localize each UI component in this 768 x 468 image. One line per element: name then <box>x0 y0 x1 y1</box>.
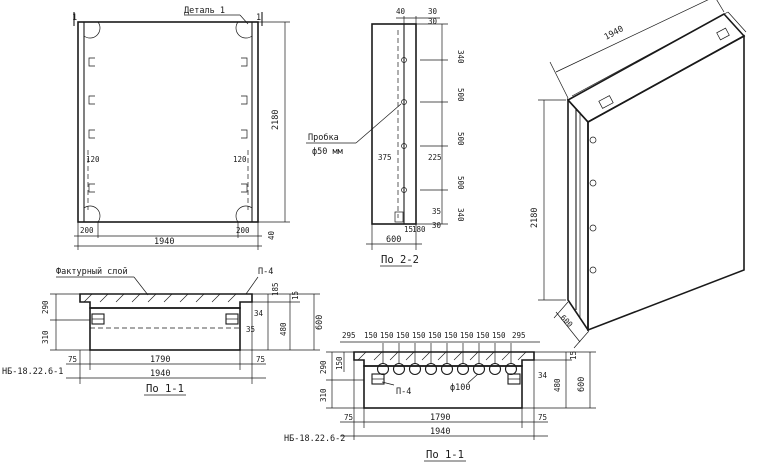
spacing-dim-3: 500 <box>456 132 465 146</box>
lower-right-dim-480: 480 <box>553 378 562 392</box>
lower-inner-dim: 1790 <box>430 413 450 423</box>
lower-top-dim-4: 150 <box>396 331 410 340</box>
section-2-2-title: По 2-2 <box>381 254 419 266</box>
bottom-dim: 40 <box>267 230 276 240</box>
lower-section-title: По 1-1 <box>426 449 464 461</box>
section-marker-left: 1 <box>72 13 77 23</box>
texture-label: Фактурный слой <box>56 267 128 277</box>
left-offset-dim: 200 <box>80 226 94 235</box>
lower-total-dim: 1940 <box>430 427 450 437</box>
lower-top-dim-2: 150 <box>364 331 378 340</box>
upper-right-dim-34: 34 <box>254 309 264 318</box>
lower-top-dim-11: 295 <box>512 331 526 340</box>
top-dim-b: 30 <box>428 7 438 16</box>
spacing-dim-5: 340 <box>456 208 465 222</box>
spacing-dim-2: 500 <box>456 88 465 102</box>
upper-right-dim-480: 480 <box>279 322 288 336</box>
lower-top-dim-9: 150 <box>476 331 490 340</box>
lower-right-dim-15: 15 <box>569 351 578 360</box>
base-dim-b: 180 <box>412 225 426 234</box>
upper-left-dim-2: 310 <box>41 330 50 344</box>
lower-p4-label: П-4 <box>396 387 411 397</box>
top-dim-a: 40 <box>396 7 406 16</box>
lower-end-dim-right: 75 <box>538 413 547 422</box>
upper-left-dim-1: 290 <box>41 300 50 314</box>
lower-top-dim-7: 150 <box>444 331 458 340</box>
left-inner-dim: 120 <box>86 155 100 164</box>
section-1-1-lower: 295 150 150 150 150 150 150 150 150 150 … <box>284 331 596 462</box>
lower-top-dim-10: 150 <box>492 331 506 340</box>
upper-right-dim-35: 35 <box>246 325 255 334</box>
left-dim: 375 <box>378 153 392 162</box>
spacing-dim-1: 340 <box>456 50 465 64</box>
top-dim-c: 30 <box>428 17 438 26</box>
lower-mark-label: НБ-18.22.6-2 <box>284 434 345 444</box>
upper-section-title: По 1-1 <box>146 383 184 395</box>
upper-total-dim: 1940 <box>150 369 170 379</box>
upper-mark-label: НБ-18.22.6-1 <box>2 367 63 377</box>
lower-top-dim-5: 150 <box>412 331 426 340</box>
height-dim: 2180 <box>271 110 281 130</box>
section-1-1-upper: Фактурный слой П-4 290 310 <box>2 267 325 396</box>
plug-label: Пробка <box>308 132 339 143</box>
front-elevation: 120 120 Деталь 1 1 1 2180 40 200 200 194… <box>72 6 290 250</box>
upper-end-dim-left: 75 <box>68 355 77 364</box>
upper-inner-dim: 1790 <box>150 355 170 365</box>
lower-left-dim-310: 310 <box>319 388 328 402</box>
section-2-2: 40 30 30 340 500 500 500 340 35 30 Пробк… <box>306 7 465 267</box>
lower-end-dim-left: 75 <box>344 413 353 422</box>
lower-top-dim-1: 295 <box>342 331 356 340</box>
lower-right-dim-600: 600 <box>577 377 587 392</box>
detail-label: Деталь 1 <box>184 6 225 16</box>
depth-dim: 600 <box>386 235 401 245</box>
upper-right-dim-600: 600 <box>315 315 325 330</box>
right-inner-dim: 120 <box>233 155 247 164</box>
axo-depth-dim: 600 <box>559 313 575 329</box>
side-small-b: 30 <box>432 221 442 230</box>
axo-height-dim: 2180 <box>530 208 540 228</box>
base-dim-a: 15 <box>404 225 413 234</box>
upper-p4-label: П-4 <box>258 267 273 277</box>
right-offset-dim: 200 <box>236 226 250 235</box>
lower-top-dim-8: 150 <box>460 331 474 340</box>
spacing-dim-4: 500 <box>456 176 465 190</box>
axo-length-dim: 1940 <box>603 24 626 42</box>
upper-right-dim-185: 185 <box>271 282 280 296</box>
hole-label: ф100 <box>450 383 470 393</box>
lower-top-dim-6: 150 <box>428 331 442 340</box>
lower-left-dim-150: 150 <box>335 356 344 370</box>
lower-left-dim-290: 290 <box>319 360 328 374</box>
width-dim: 1940 <box>154 237 174 247</box>
lower-top-dim-3: 150 <box>380 331 394 340</box>
plug-diameter: ф50 мм <box>312 147 343 157</box>
upper-right-dim-15: 15 <box>291 291 300 300</box>
right-dim: 225 <box>428 153 442 162</box>
lower-right-dim-34: 34 <box>538 371 548 380</box>
section-marker-right: 1 <box>256 13 261 23</box>
upper-end-dim-right: 75 <box>256 355 265 364</box>
axonometric-view: 1940 2180 600 <box>530 0 747 349</box>
side-small-a: 35 <box>432 207 441 216</box>
